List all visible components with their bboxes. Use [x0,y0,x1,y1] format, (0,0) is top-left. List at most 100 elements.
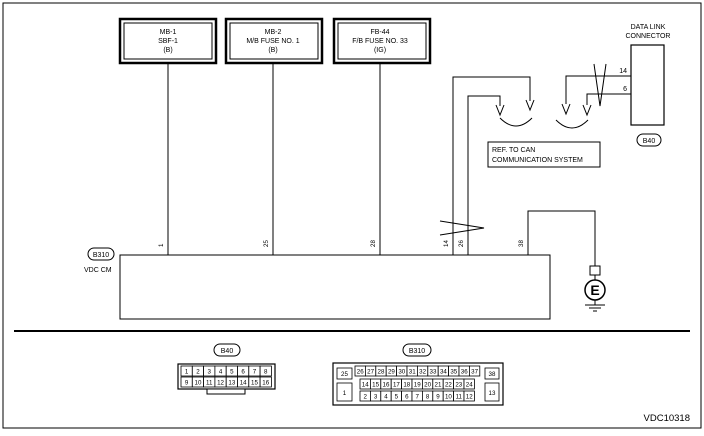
pin-label: 10 [445,394,452,401]
module-body [119,254,551,320]
pin-label: 26 [357,369,364,376]
pin-label: 6 [241,369,245,376]
pin-label: 32 [419,369,426,376]
pin-label: 4 [384,394,388,401]
fuse-power-type: (B) [268,47,277,54]
can-arrow-icon [495,104,505,117]
can-arrow-icon [561,103,571,116]
pin-label: 37 [471,369,478,376]
b310-pin-label: 13 [489,390,496,397]
pin-label: 36 [461,369,468,376]
pin-label: 11 [456,394,463,401]
dlc-title-line1: DATA LINK [631,24,666,31]
b310-badge [402,343,432,357]
figure-code: VDC10318 [644,413,690,424]
can-arrow-icon [582,104,592,117]
pin-label: 3 [374,394,378,401]
b310-pin-cell [336,367,353,380]
ground-terminal [589,265,601,276]
pin-label: 7 [415,394,419,401]
dlc-connector-id: B40 [643,138,656,145]
can-reference-box: REF. TO CAN COMMUNICATION SYSTEM [487,141,601,168]
pin-label: 7 [253,369,257,376]
pin-label: 30 [398,369,405,376]
pin-cell [463,378,475,390]
can-arrow-icon [525,99,535,112]
pin-label: 12 [466,394,473,401]
diagram-frame [2,2,702,429]
pin-label: 6 [405,394,409,401]
pin-label: 21 [435,382,442,389]
ground-label: E [590,282,599,298]
pin-label: 14 [362,382,369,389]
pin-label: 16 [262,380,269,387]
pin-cell [463,390,475,402]
module-pin-label: 1 [158,243,165,247]
fuse-name: M/B FUSE NO. 1 [246,38,299,45]
pin-label: 16 [383,382,390,389]
wire-dlc-pin-14 [565,75,631,104]
pin-label: 2 [196,369,200,376]
fuse-name: F/B FUSE NO. 33 [352,38,408,45]
wire-dlc-pin-6 [586,93,631,105]
fuse-name: SBF-1 [158,38,178,45]
pin-label: 8 [264,369,268,376]
pin-label: 23 [455,382,462,389]
fuse-box-frame [224,17,324,65]
pin-label: 24 [466,382,473,389]
module-pin-label: 14 [443,240,450,247]
b310-pin-label: 25 [341,371,348,378]
b310-label: B310 [409,348,425,355]
pin-label: 22 [445,382,452,389]
b40-latch [206,388,246,395]
dlc-pin-label: 14 [619,68,627,75]
pin-label: 17 [393,382,400,389]
b40-badge [213,343,241,357]
pin-cell [468,365,481,377]
pin-label: 28 [378,369,385,376]
pin-cell [259,376,272,388]
wire-pin-14 [452,76,531,255]
fuse-box-inner [229,22,319,60]
pin-label: 12 [217,380,224,387]
vdc-control-module: B310 VDC CM 1 25 28 14 26 38 [84,240,551,320]
dlc-body [630,44,665,126]
pin-label: 15 [251,380,258,387]
pin-label: 1 [185,369,189,376]
module-pin-label: 26 [458,240,465,247]
b310-pin-label: 1 [343,390,347,397]
twisted-pair-icon [439,220,485,236]
can-reference-line1: REF. TO CAN [492,147,535,154]
pin-label: 15 [372,382,379,389]
fuse-box-fb44: FB-44 F/B FUSE NO. 33 (IG) [332,17,432,65]
dlc-connector-badge [636,133,662,147]
wire-pin-38 [527,210,596,266]
pin-label: 5 [395,394,399,401]
fuse-power-type: (IG) [374,47,386,54]
fuse-box-mb1: MB-1 SBF-1 (B) [118,17,218,65]
can-connector-arc-icon [555,119,589,129]
fuse-id: MB-2 [265,29,282,36]
b310-pin-label: 38 [489,371,496,378]
fuse-box-inner [337,22,427,60]
pin-label: 27 [367,369,374,376]
module-connector-badge [87,247,115,261]
data-link-connector: DATA LINK CONNECTOR 14 6 B40 [619,24,670,147]
b40-label: B40 [221,348,234,355]
pin-label: 13 [228,380,235,387]
module-pin-label: 28 [370,240,377,247]
pin-label: 5 [230,369,234,376]
pin-label: 8 [426,394,430,401]
pin-label: 29 [388,369,395,376]
fuse-id: MB-1 [160,29,177,36]
pin-label: 35 [450,369,457,376]
pin-label: 18 [403,382,410,389]
pin-label: 2 [363,394,367,401]
b310-pin-cell [484,367,500,380]
twisted-pair-icon [593,63,607,107]
